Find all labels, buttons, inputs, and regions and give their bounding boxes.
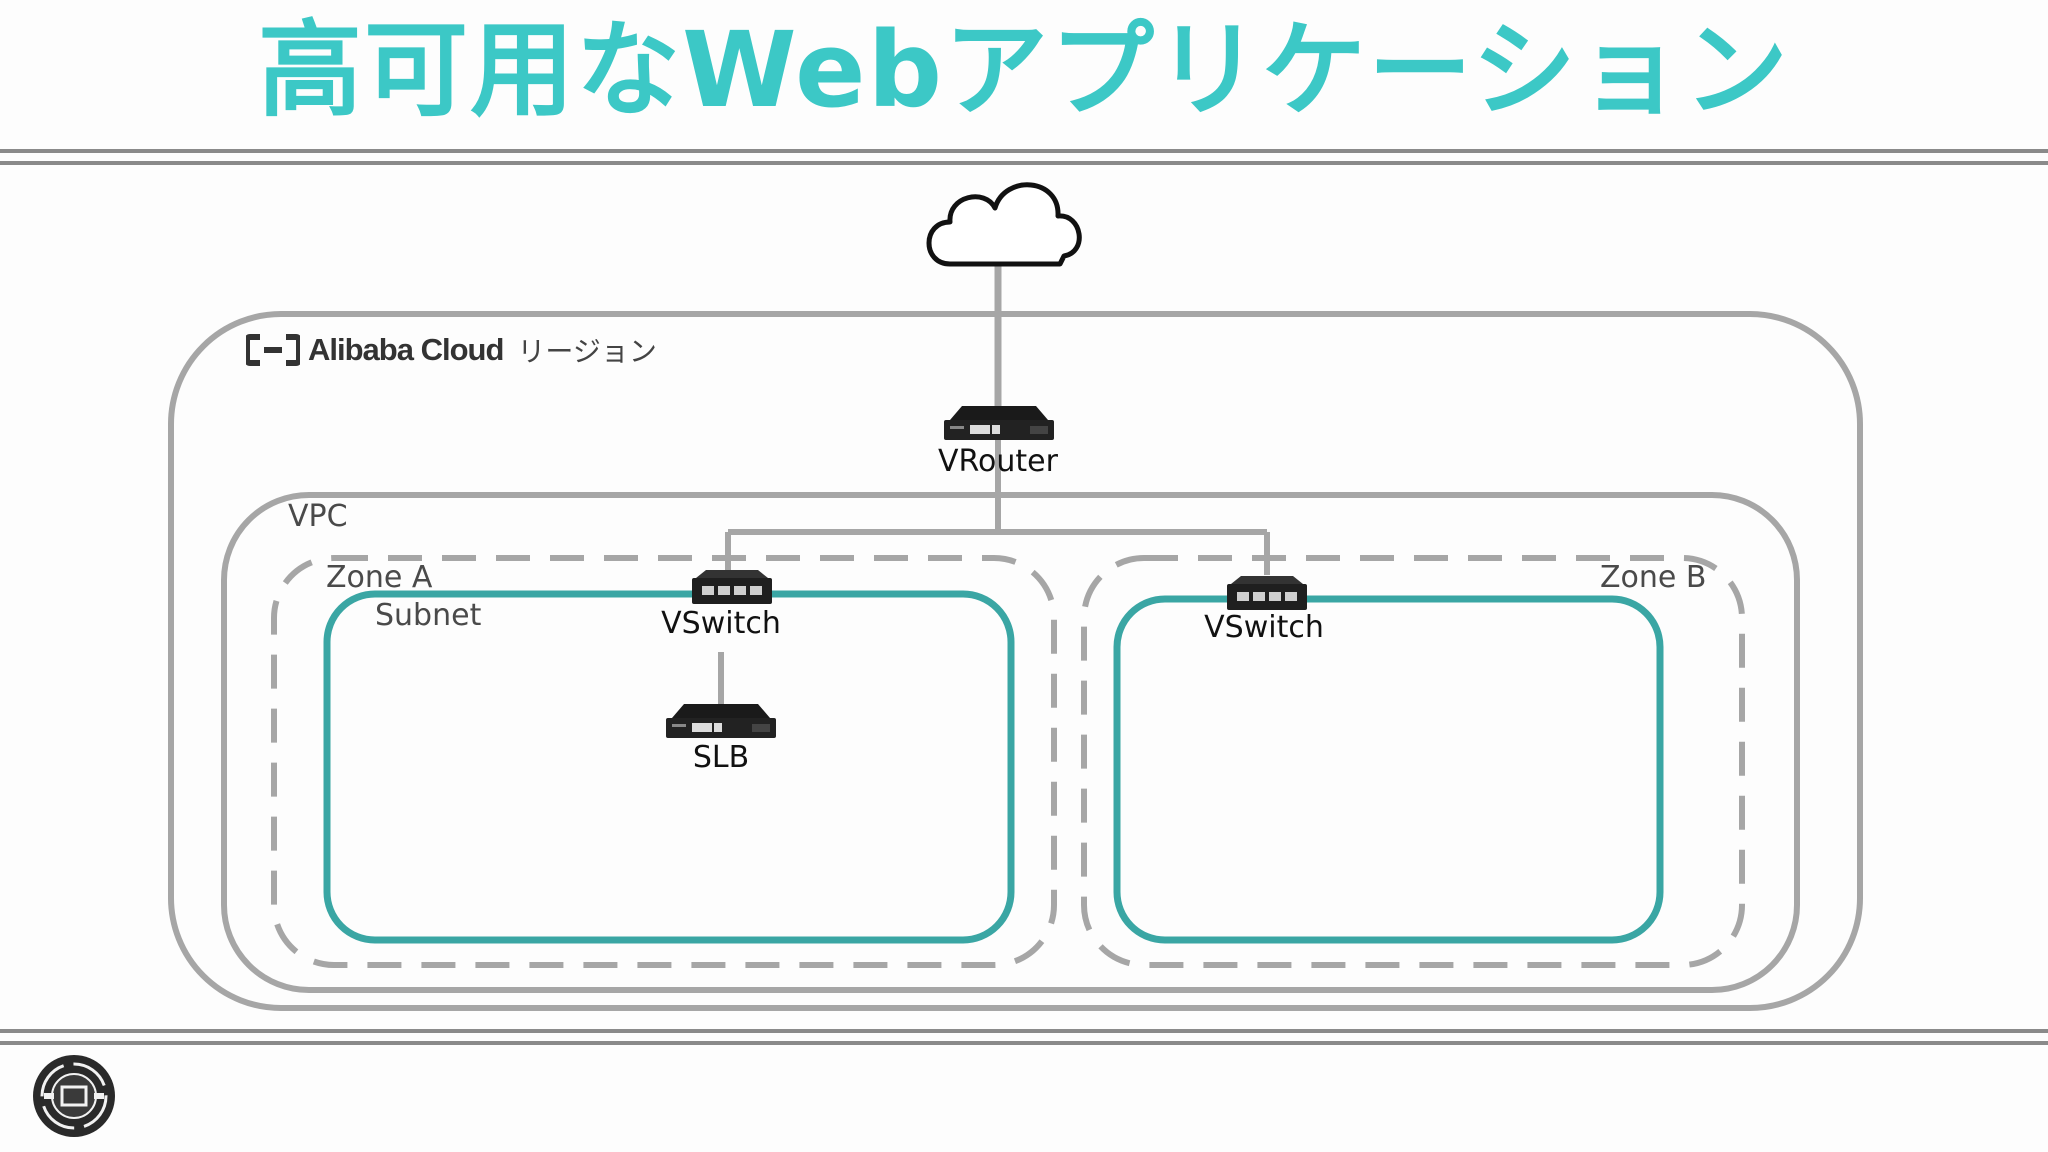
region-brand: Alibaba Cloud	[308, 332, 504, 367]
alibaba-cloud-logo-icon	[246, 334, 300, 366]
vswitch-a-label: VSwitch	[661, 606, 781, 641]
slide-title: 高可用なWebアプリケーション	[258, 9, 1790, 131]
top-rule	[0, 149, 2048, 165]
zone-a-container	[271, 555, 1057, 968]
load-balancer-device-icon	[666, 704, 776, 738]
slb-label: SLB	[692, 740, 750, 775]
region-container	[168, 311, 1863, 1011]
zone-a-label: Zone A	[326, 560, 433, 595]
subnet-a	[323, 590, 1015, 944]
bottom-rule	[0, 1029, 2048, 1045]
vpc-container	[221, 492, 1800, 993]
subnet-label: Subnet	[375, 598, 482, 633]
zone-b-label: Zone B	[1600, 560, 1707, 595]
cloud-icon	[926, 182, 1082, 267]
vpc-label: VPC	[288, 499, 348, 534]
vrouter-label: VRouter	[938, 444, 1058, 479]
router-device-icon	[944, 406, 1054, 440]
zone-b-container	[1081, 555, 1745, 968]
switch-device-icon	[1227, 576, 1307, 610]
subnet-b	[1113, 595, 1664, 944]
vswitch-b-label: VSwitch	[1204, 610, 1324, 645]
region-header: Alibaba Cloud リージョン	[246, 330, 657, 370]
switch-device-icon	[692, 570, 772, 604]
region-label: リージョン	[517, 335, 657, 368]
connector-lines	[718, 266, 1270, 708]
channel-logo-icon	[33, 1055, 115, 1137]
